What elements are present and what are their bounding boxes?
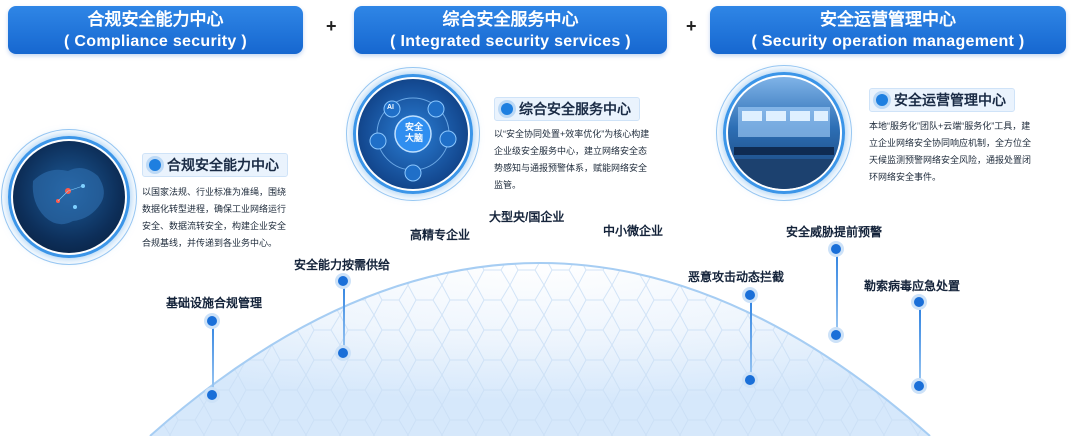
header-integrated: 综合安全服务中心 ( Integrated security services … (354, 6, 667, 54)
label-threat: 安全威胁提前预警 (786, 225, 883, 239)
core-label: 安全大脑 (404, 122, 423, 143)
tag-compliance-center: 合规安全能力中心 (142, 153, 288, 177)
tag-title: 安全运营管理中心 (894, 92, 1006, 108)
pin-dot (831, 330, 841, 340)
header-compliance: 合规安全能力中心 ( Compliance security ) (8, 6, 303, 54)
tag-operation-center: 安全运营管理中心 (869, 88, 1015, 112)
plus-sign: + (686, 16, 697, 36)
pin-dot (914, 381, 924, 391)
bullet-icon (149, 159, 161, 171)
label-sme: 中小微企业 (603, 224, 664, 238)
header-en: ( Integrated security services ) (390, 33, 631, 50)
label-large: 大型央/国企业 (489, 210, 565, 224)
label-ransom: 勒索病毒应急处置 (864, 279, 961, 293)
plus-sign: + (326, 16, 337, 36)
header-operation: 安全运营管理中心 ( Security operation management… (710, 6, 1066, 54)
label-specialized: 高精专企业 (410, 228, 471, 242)
globe-map-image (1, 129, 137, 265)
pin-dot (338, 276, 348, 286)
tag-title: 合规安全能力中心 (167, 157, 279, 173)
label-basic: 基础设施合规管理 (166, 296, 263, 310)
globe-security-brain: AI 安全大脑 (346, 67, 480, 201)
pin-line (836, 248, 838, 334)
pin-dot (338, 348, 348, 358)
pin-dot (207, 390, 217, 400)
header-zh: 综合安全服务中心 (442, 10, 579, 29)
header-zh: 合规安全能力中心 (87, 10, 224, 29)
bullet-icon (876, 94, 888, 106)
pin-dot (745, 290, 755, 300)
tag-integrated-center: 综合安全服务中心 (494, 97, 640, 121)
globe-control-room (716, 65, 852, 201)
label-attack: 恶意攻击动态拦截 (688, 270, 785, 284)
tag-title: 综合安全服务中心 (519, 101, 631, 117)
pin-dot (831, 244, 841, 254)
pin-line (343, 280, 345, 352)
ai-node-label: AI (387, 104, 394, 111)
bullet-icon (501, 103, 513, 115)
header-en: ( Security operation management ) (751, 33, 1025, 50)
pin-line (750, 294, 752, 380)
pin-dot (207, 316, 217, 326)
header-en: ( Compliance security ) (64, 33, 247, 50)
label-supply: 安全能力按需供给 (294, 258, 391, 272)
desc-operation: 本地“服务化”团队+云端“服务化”工具，建立企业网络安全协同响应机制，全方位全天… (869, 121, 1032, 182)
pin-dot (914, 297, 924, 307)
pin-line (919, 302, 921, 386)
pin-dot (745, 375, 755, 385)
desc-integrated: 以“安全协同处置+效率优化”为核心构建企业级安全服务中心，建立网络安全态势感知与… (494, 129, 650, 190)
header-zh: 安全运营管理中心 (820, 10, 956, 29)
pin-line (212, 318, 214, 390)
desc-compliance: 以国家法规、行业标准为准绳，围绕数据化转型进程，确保工业网络运行安全、数据流转安… (142, 187, 287, 248)
